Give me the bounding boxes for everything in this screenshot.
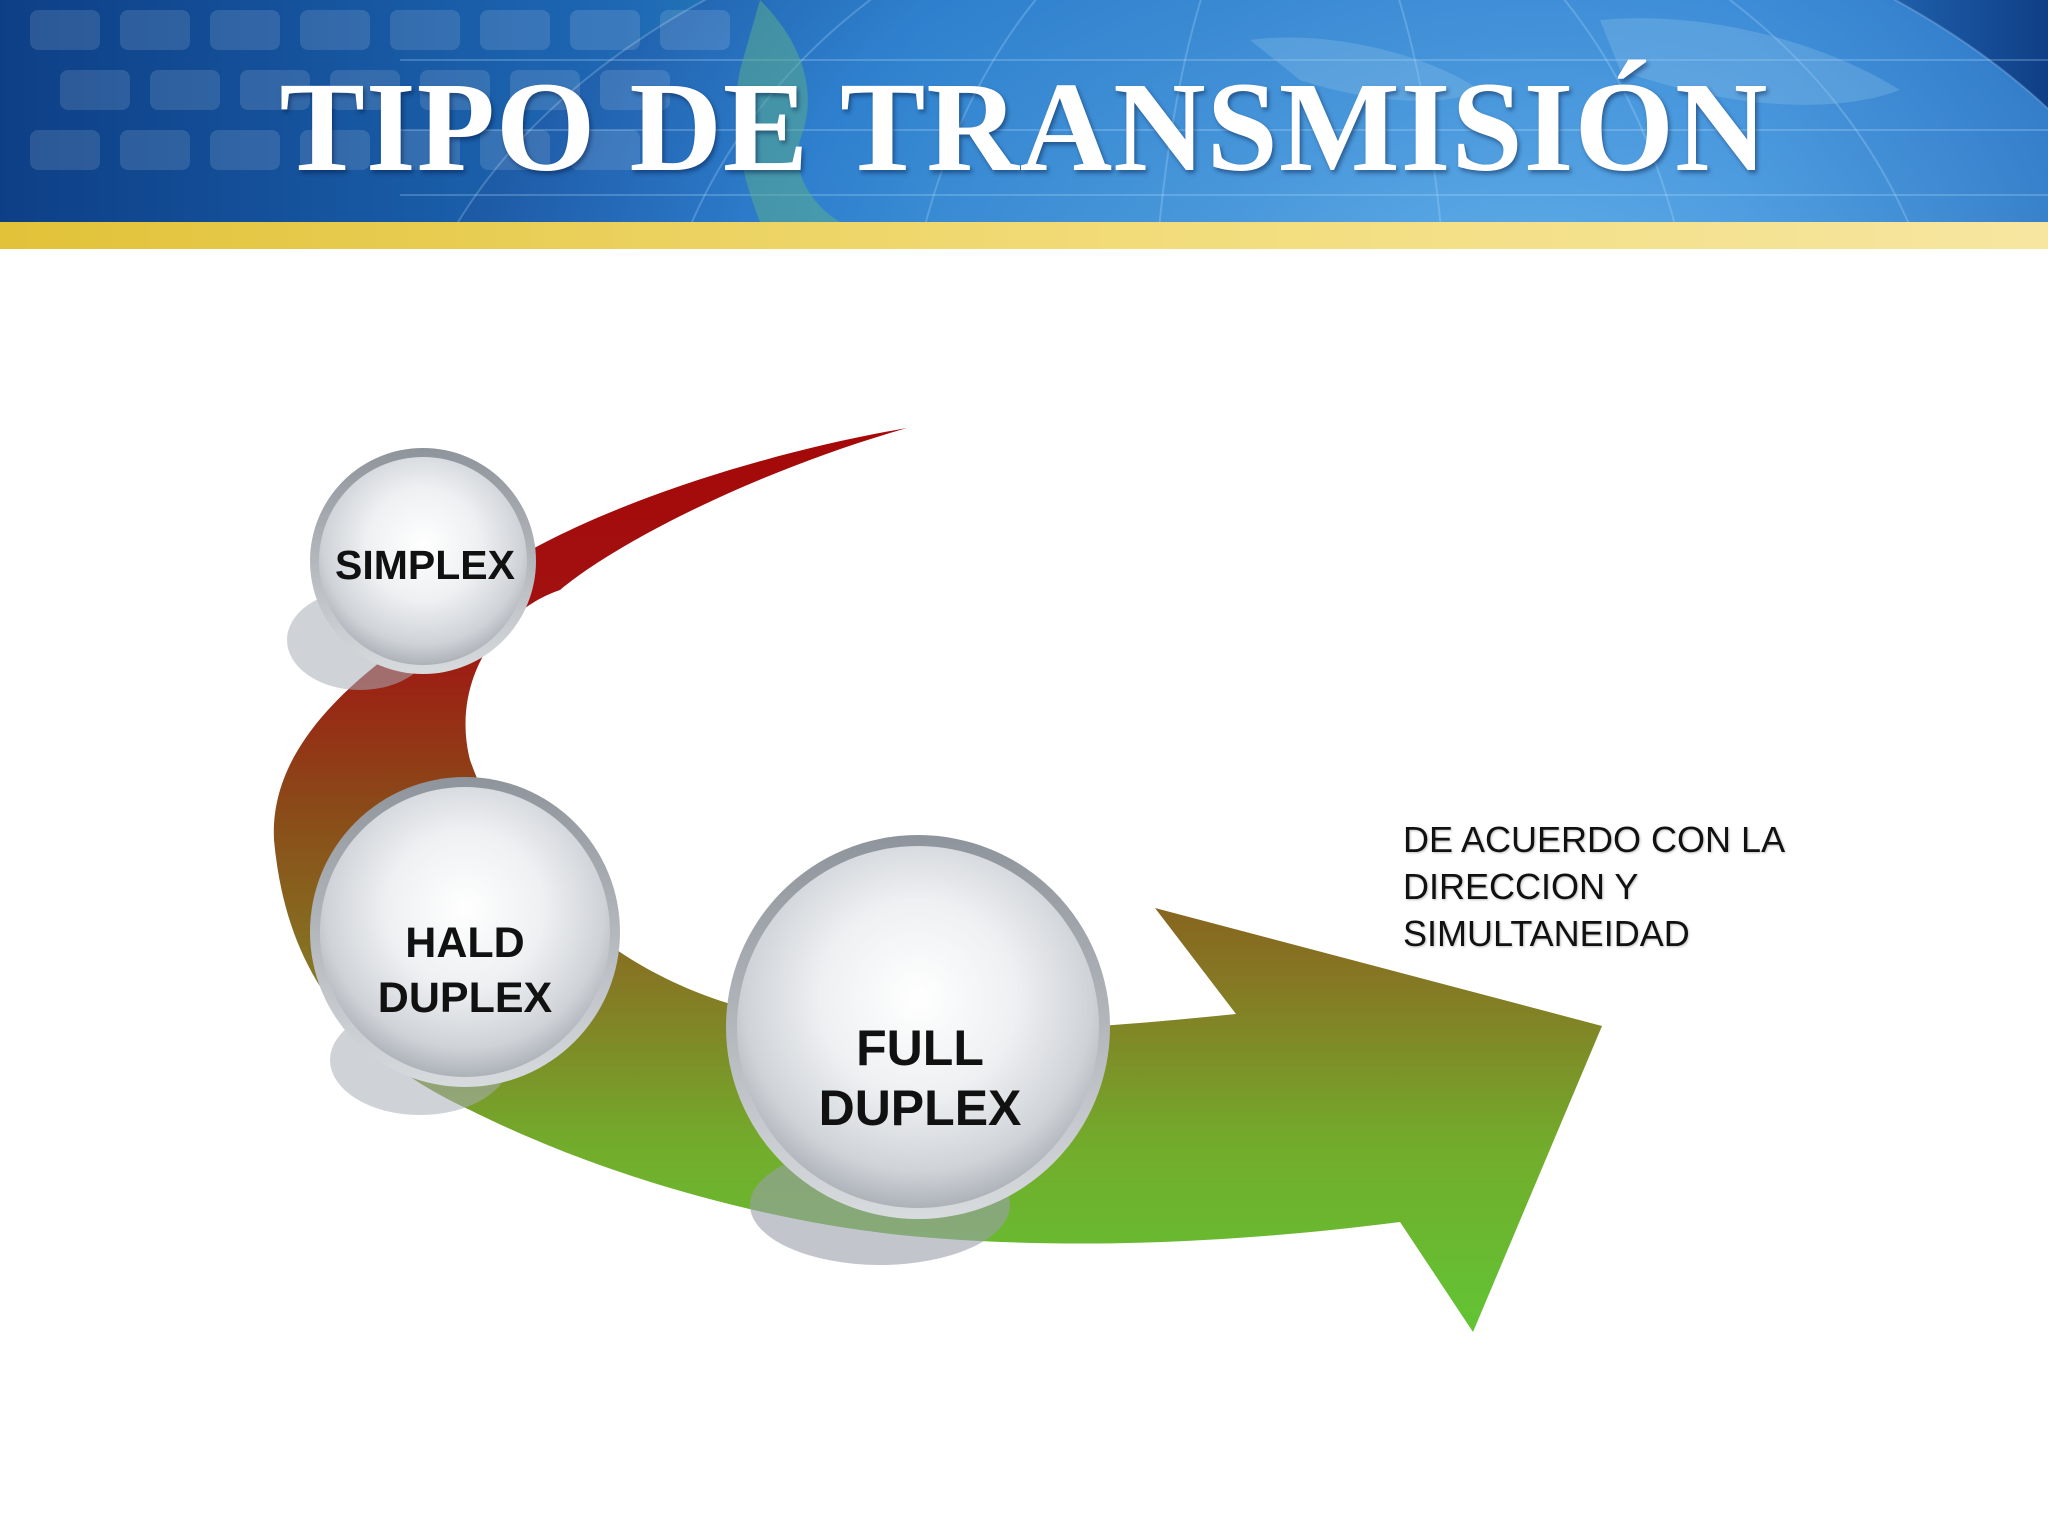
sphere-half-duplex xyxy=(310,777,620,1115)
globe-shape xyxy=(458,0,2048,222)
node-label-line: SIMPLEX xyxy=(335,542,515,588)
banner-background xyxy=(0,0,2048,222)
note-line: DE ACUERDO CON LA xyxy=(1403,819,1786,860)
page-title: TIPO DE TRANSMISIÓN xyxy=(279,56,1769,198)
sphere-body xyxy=(737,846,1099,1208)
note-line: SIMULTANEIDAD xyxy=(1403,913,1690,954)
header-banner xyxy=(0,0,2048,222)
keyboard-pattern xyxy=(30,10,730,170)
node-label-line: HALD xyxy=(405,919,525,967)
continent-shapes xyxy=(736,0,1900,222)
sphere-body xyxy=(319,457,527,665)
node-label-full-duplex: FULL DUPLEX xyxy=(780,1018,1060,1138)
gold-divider xyxy=(0,222,2048,249)
sphere-simplex xyxy=(287,448,536,690)
sphere-full-duplex xyxy=(726,835,1110,1265)
node-label-line: DUPLEX xyxy=(377,974,553,1022)
node-label-half-duplex: HALD DUPLEX xyxy=(340,916,590,1026)
classification-note: DE ACUERDO CON LA DIRECCION Y SIMULTANEI… xyxy=(1403,816,1923,957)
sphere-body xyxy=(320,787,610,1077)
node-label-simplex: SIMPLEX xyxy=(310,540,540,590)
curved-arrow xyxy=(273,428,1603,1332)
node-label-line: FULL xyxy=(856,1020,984,1076)
note-line: DIRECCION Y xyxy=(1403,866,1639,907)
node-label-line: DUPLEX xyxy=(818,1080,1022,1136)
globe-grid xyxy=(400,0,2048,222)
